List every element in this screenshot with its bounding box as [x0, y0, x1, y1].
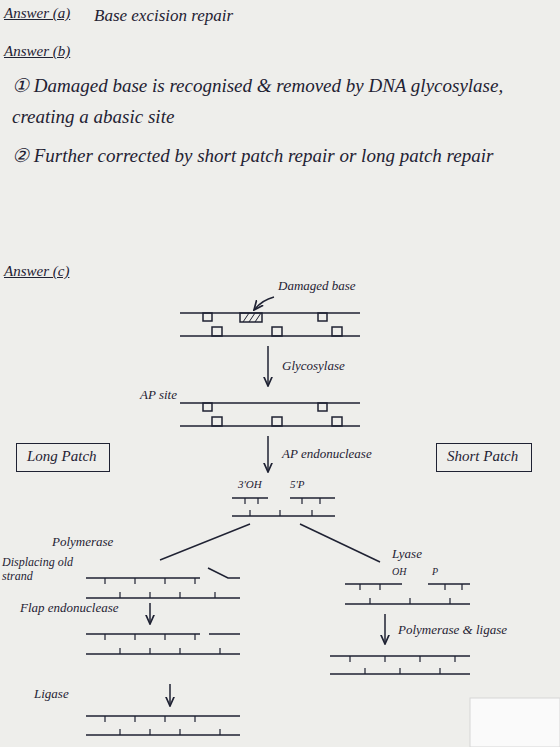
dna-duplex: [332, 417, 342, 426]
end-label: P: [432, 566, 438, 578]
dna-duplex: [203, 313, 212, 321]
dna-duplex: [330, 656, 470, 674]
dna-duplex: [318, 403, 327, 411]
dna-duplex: [86, 634, 240, 654]
damaged-base: [243, 313, 261, 322]
dna-duplex: [105, 716, 220, 735]
dna-duplex: [212, 417, 222, 426]
dna-duplex: [318, 313, 327, 321]
end-label: 5'P: [290, 478, 305, 491]
dna-duplex: [180, 403, 360, 426]
dna-duplex: [332, 327, 342, 336]
box-label: Short Patch: [447, 448, 521, 465]
damaged-base: [240, 313, 262, 322]
paper-sheet: [470, 698, 560, 747]
dna-duplex: [105, 634, 220, 654]
enzyme-label: Polymerase: [52, 534, 113, 550]
dna-duplex: [180, 403, 360, 426]
callout-label: AP site: [140, 388, 178, 403]
dna-duplex: [272, 327, 282, 336]
end-label: OH: [392, 566, 406, 578]
answer-heading: Answer (b): [4, 42, 70, 60]
patch-box: Long Patch: [16, 443, 110, 472]
dna-duplex: [272, 417, 282, 426]
dna-duplex: [232, 498, 335, 516]
dna-duplex: [345, 584, 470, 604]
note-point: ② Further corrected by short patch repai…: [12, 140, 548, 171]
box-label: Long Patch: [27, 448, 99, 465]
dna-duplex: [212, 327, 222, 336]
dna-duplex: [105, 578, 215, 598]
step-arrow: [169, 684, 171, 706]
damaged-base: [240, 313, 262, 322]
dna-duplex: [350, 656, 455, 674]
step-arrow: [384, 614, 386, 644]
enzyme-label: Ligase: [34, 686, 69, 702]
dna-duplex: [180, 313, 360, 336]
dna-duplex: [86, 716, 240, 735]
step-label: Displacing old strand: [2, 556, 82, 584]
step-label: Glycosylase: [282, 358, 345, 374]
leader-arrow: [254, 297, 274, 310]
branch-line: [300, 524, 380, 562]
note-point: ① Damaged base is recognised & removed b…: [12, 70, 548, 133]
dna-duplex: [86, 716, 240, 735]
step-label: AP endonuclease: [282, 446, 372, 462]
dna-duplex: [86, 568, 240, 598]
end-label: 3'OH: [238, 478, 262, 491]
dna-duplex: [86, 568, 240, 598]
repair-illustration: [86, 297, 470, 735]
step-arrow: [267, 346, 269, 386]
answer-heading: Answer (a): [4, 4, 70, 22]
enzyme-label: Lyase: [392, 546, 422, 562]
dna-duplex: [330, 656, 470, 674]
answer-text: Base excision repair: [94, 6, 233, 26]
answer-heading: Answer (c): [4, 262, 69, 280]
branch-line: [160, 524, 250, 560]
enzyme-label: Polymerase & ligase: [398, 622, 507, 638]
dna-duplex: [86, 634, 240, 654]
dna-duplex: [203, 403, 212, 411]
step-arrow: [149, 603, 151, 624]
dna-duplex: [180, 313, 360, 336]
dna-duplex: [360, 584, 462, 604]
dna-duplex: [245, 498, 320, 516]
enzyme-label: Flap endonuclease: [20, 600, 119, 616]
dna-duplex: [232, 498, 335, 516]
patch-box: Short Patch: [436, 443, 532, 472]
step-arrow: [267, 436, 269, 472]
callout-label: Damaged base: [278, 278, 356, 294]
dna-duplex: [345, 584, 470, 604]
